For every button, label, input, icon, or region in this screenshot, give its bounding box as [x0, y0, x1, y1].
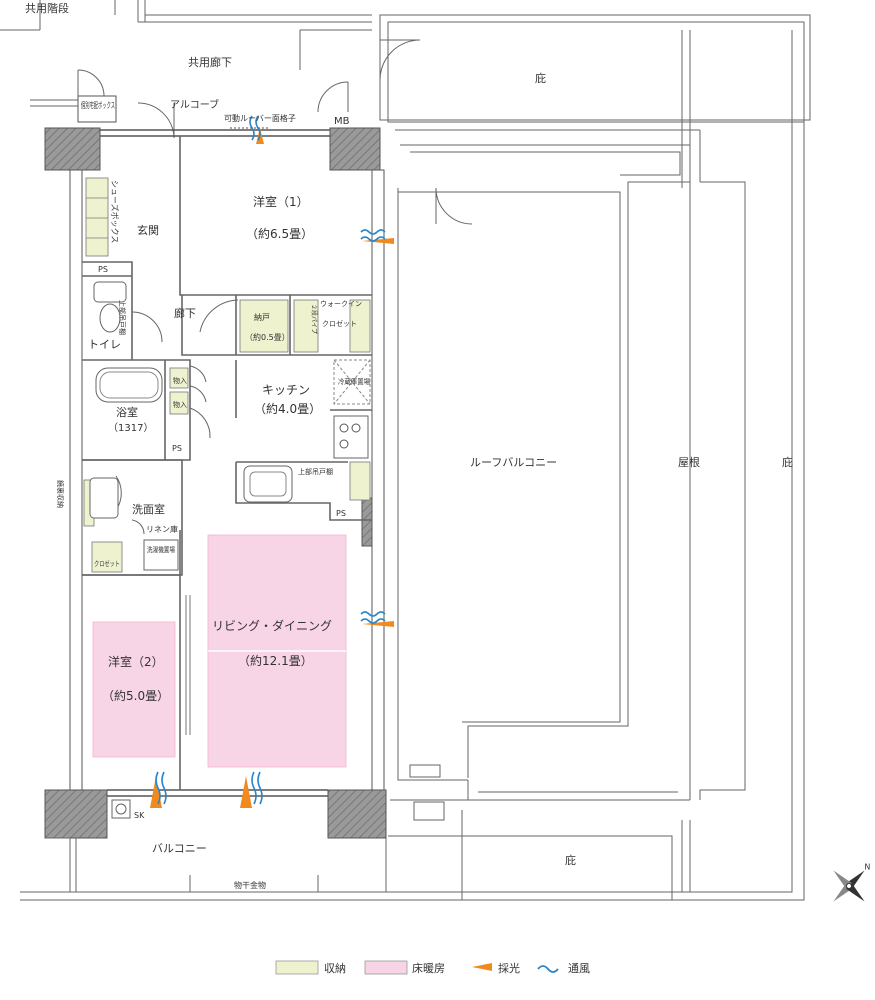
- legend-light-icon: [472, 963, 492, 971]
- storage-in-2: [169, 391, 189, 415]
- stairs-area: [0, 0, 372, 70]
- floor-heating-areas: [92, 534, 347, 768]
- label-closet2: クロゼット: [94, 559, 120, 568]
- label-walkin: ウォークイン: [320, 300, 362, 308]
- label-sk: SK: [134, 811, 145, 820]
- label-alcove: アルコーブ: [170, 98, 219, 111]
- washbasin-icon: [89, 477, 119, 519]
- label-entrance: 玄関: [137, 223, 159, 237]
- western2-heating: [92, 621, 176, 758]
- label-ps3: PS: [336, 509, 346, 518]
- north-arrow-icon: N: [833, 863, 870, 902]
- top-eaves: [379, 14, 811, 131]
- wind-wave-icon: [155, 115, 386, 805]
- sk-sink-icon: [111, 799, 131, 819]
- label-living-size: （約12.1畳）: [238, 653, 313, 668]
- light-wind-indicators: [150, 115, 394, 808]
- legend-wind-label: 通風: [568, 962, 590, 975]
- label-eaves-bottom: 庇: [565, 853, 576, 867]
- label-ps2: PS: [172, 444, 182, 453]
- nando-area: [239, 299, 289, 353]
- label-shoebox: シューズボックス: [110, 180, 120, 243]
- label-mb: MB: [334, 116, 350, 127]
- label-nando: 納戸: [254, 312, 270, 322]
- closet2-area: [91, 541, 123, 573]
- label-balcony: バルコニー: [152, 842, 207, 855]
- room-labels: 共用階段 共用廊下 庇 庇 庇 個別宅配ボックス アルコーブ 可動ルーバー面格子…: [25, 1, 793, 890]
- stove-icon: [333, 415, 369, 459]
- label-washer: 洗濯機置場: [147, 545, 175, 554]
- label-living: リビング・ダイニング: [212, 618, 332, 633]
- sink-icon: [243, 465, 293, 503]
- legend-light-label: 採光: [498, 961, 520, 975]
- bathtub-icon: [95, 367, 163, 403]
- balcony: [45, 837, 387, 892]
- interior-walls: [82, 136, 372, 790]
- label-kitchen-size: （約4.0畳）: [254, 401, 321, 416]
- legend-wind-icon: [537, 965, 559, 973]
- label-eaves-right: 庇: [782, 455, 793, 469]
- label-nando-size: （約0.5畳）: [245, 332, 290, 342]
- label-roof: 屋根: [678, 455, 700, 469]
- label-kitchen: キッチン: [262, 383, 310, 397]
- label-ps1: PS: [98, 265, 108, 274]
- label-mirror: 鏡裏収納: [56, 480, 65, 508]
- storage-areas: [83, 177, 371, 573]
- label-bath: 浴室: [116, 405, 138, 419]
- legend-heating-label: 床暖房: [412, 961, 445, 975]
- label-drying: 物干金物: [234, 880, 266, 890]
- label-delivery-box: 個別宅配ボックス: [81, 100, 115, 110]
- label-corridor: 共用廊下: [188, 55, 232, 69]
- label-western1: 洋室（1）: [253, 194, 309, 209]
- walkin-area-b: [349, 299, 371, 353]
- label-upper-cabinet: 上部吊戸棚: [118, 300, 127, 335]
- sliding-doors: [185, 595, 191, 735]
- svg-text:N: N: [864, 863, 870, 872]
- label-toilet: トイレ: [88, 338, 121, 351]
- fixtures: [89, 281, 371, 819]
- roof-balcony: [20, 22, 805, 901]
- label-hallway: 廊下: [174, 306, 196, 320]
- legend-heating-swatch: [364, 960, 408, 975]
- label-eaves-top: 庇: [535, 71, 546, 85]
- toilet-icon: [93, 281, 127, 303]
- label-western2: 洋室（2）: [108, 654, 164, 669]
- shoebox-area: [85, 177, 109, 257]
- label-storage-in-2: 物入: [173, 400, 187, 409]
- label-stairs: 共用階段: [25, 1, 69, 15]
- label-fridge: 冷蔵庫置場: [338, 377, 370, 386]
- label-linen: リネン庫: [146, 524, 178, 534]
- structural-walls: [44, 127, 387, 839]
- label-storage-in-1: 物入: [173, 376, 187, 385]
- label-louver: 可動ルーバー面格子: [224, 113, 296, 123]
- storage-in-1: [169, 367, 189, 389]
- legend-storage-swatch: [275, 960, 319, 975]
- label-washroom: 洗面室: [132, 502, 165, 516]
- label-western1-size: （約6.5畳）: [246, 226, 313, 241]
- label-closet: クロゼット: [322, 319, 357, 328]
- legend: 収納 床暖房 採光 通風: [275, 960, 590, 975]
- walkin-area-a: [293, 299, 319, 353]
- washer-icon: [143, 539, 179, 571]
- kitchen-upper-area: [349, 461, 371, 501]
- label-roof-balcony: ルーフバルコニー: [470, 456, 557, 469]
- label-western2-size: （約5.0畳）: [102, 688, 169, 703]
- alcove-area: [30, 39, 421, 139]
- legend-storage-label: 収納: [324, 962, 346, 975]
- label-kitchen-upper: 上部吊戸棚: [298, 467, 333, 476]
- label-two-pipe: ２段パイプ: [310, 304, 318, 334]
- label-bath-size: （1317）: [108, 422, 153, 434]
